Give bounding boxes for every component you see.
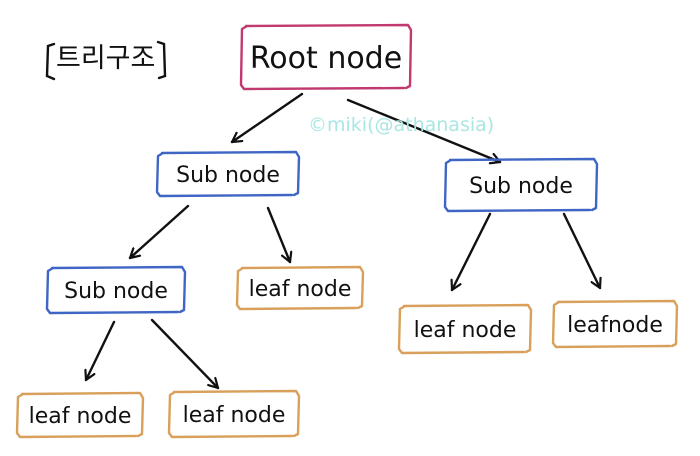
node-label-leaf-right-2: leafnode [567,313,663,338]
edge-arrow-sub-left-left-to-leaf-bottom-1 [86,320,116,382]
diagram-title: 트리구조 [56,43,156,74]
node-leaf-bottom-1: leaf node [15,391,145,439]
node-box-sub-left-left [45,265,187,315]
node-leaf-right-2: leafnode [551,299,679,349]
edge-arrow-sub-left-to-sub-left-left [128,204,190,260]
node-sub-left-left: Sub node [45,265,187,315]
watermark: ©miki(@athanasia) [308,114,495,136]
node-label-leaf-bottom-1: leaf node [29,404,132,429]
edge-arrow-sub-left-to-leaf-left-right [266,206,290,264]
node-box-leaf-right-2 [551,299,679,349]
node-leaf-left-right: leaf node [235,265,365,311]
node-box-sub-right [443,157,599,213]
edge-arrow-root-to-sub-right [346,98,502,162]
node-box-leaf-left-right [235,265,365,311]
node-box-leaf-right-1 [397,303,533,355]
node-leaf-bottom-2: leaf node [167,389,301,439]
node-box-leaf-bottom-2 [167,389,301,439]
node-label-sub-right: Sub node [469,174,573,199]
node-label-sub-left-left: Sub node [64,279,168,304]
node-box-root [239,23,413,91]
node-leaf-right-1: leaf node [397,303,533,355]
node-label-leaf-right-1: leaf node [414,318,517,343]
edges-layer [86,92,600,390]
node-box-sub-left [155,150,301,198]
node-label-root: Root node [250,41,402,76]
node-root: Root node [239,23,413,91]
title-brackets [45,40,167,81]
node-sub-left: Sub node [155,150,301,198]
edge-arrow-sub-right-to-leaf-right-2 [562,212,600,290]
node-label-leaf-left-right: leaf node [249,277,352,302]
node-sub-right: Sub node [443,157,599,213]
node-label-leaf-bottom-2: leaf node [183,403,286,428]
node-box-leaf-bottom-1 [15,391,145,439]
edge-arrow-sub-right-to-leaf-right-1 [452,212,492,292]
edge-arrow-root-to-sub-left [230,92,304,144]
node-label-sub-left: Sub node [176,163,280,188]
edge-arrow-sub-left-left-to-leaf-bottom-2 [150,318,220,390]
